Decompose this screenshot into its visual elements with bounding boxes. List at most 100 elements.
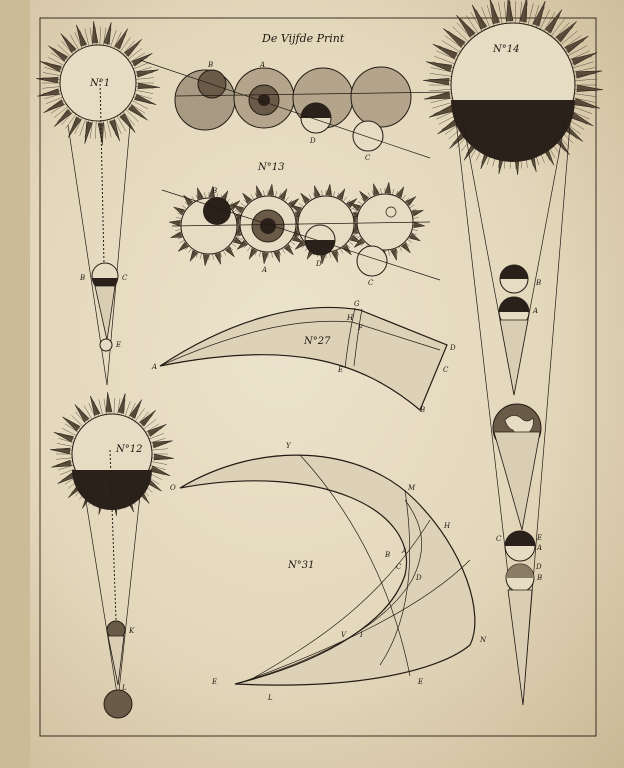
- sun-hatch: [58, 465, 74, 470]
- sun-left-n12: N°12: [50, 392, 174, 516]
- sun-hatch: [147, 428, 162, 436]
- sun-hatch: [563, 35, 582, 49]
- sun-hatch: [83, 405, 93, 420]
- label-v: V: [341, 631, 347, 639]
- label-d: D: [415, 574, 422, 582]
- sun-hatch: [44, 93, 62, 99]
- label-a: A: [532, 307, 538, 315]
- fig-label-n27: N°27: [303, 336, 331, 347]
- sun-hatch: [434, 106, 455, 114]
- sun-hatch: [64, 423, 79, 433]
- label-k: K: [128, 627, 135, 635]
- label-a: A: [536, 544, 542, 552]
- sun-ray: [283, 244, 294, 256]
- label-c: C: [496, 535, 502, 543]
- sun-hatch: [151, 457, 168, 460]
- sun-ray: [300, 192, 311, 204]
- sun-hatch: [99, 120, 101, 139]
- sun-hatch: [429, 78, 452, 81]
- sun-ray: [117, 393, 126, 414]
- sun-hatch: [53, 48, 69, 60]
- sun-ray: [189, 250, 199, 262]
- label-n: N: [479, 636, 487, 644]
- sun-hatch: [79, 30, 86, 48]
- sun-hatch: [567, 45, 588, 57]
- sun-hatch: [486, 5, 494, 27]
- sun-ray: [442, 28, 466, 48]
- sun-hatch: [74, 117, 83, 134]
- sun-ray: [262, 252, 269, 264]
- sun-hatch: [150, 465, 166, 470]
- label-e: E: [337, 366, 343, 374]
- sun-hatch: [133, 96, 151, 104]
- sun-ray: [544, 9, 563, 34]
- right-cone: B A E A C D B: [454, 111, 572, 706]
- sun-ray: [43, 99, 65, 113]
- fig-label-n12: N°12: [115, 444, 142, 455]
- sun-hatch: [151, 443, 168, 447]
- sun-ray: [105, 392, 113, 413]
- sun-hatch: [103, 398, 107, 415]
- sun-ray: [103, 22, 112, 45]
- sun-ray: [92, 21, 99, 44]
- sun-hatch: [571, 56, 592, 64]
- label-l: L: [267, 694, 273, 702]
- label-b: B: [419, 406, 425, 414]
- sun-hatch: [461, 18, 475, 37]
- sun-ray: [278, 188, 288, 200]
- sun-ray: [173, 206, 185, 216]
- sun-ray: [432, 43, 458, 60]
- sun-ray: [506, 0, 514, 22]
- label-f: F: [357, 324, 364, 332]
- sun-hatch: [42, 90, 61, 94]
- label-a: A: [261, 266, 267, 274]
- sun-ray: [532, 0, 546, 27]
- sun-ray: [325, 184, 332, 196]
- sun-hatch: [48, 100, 65, 109]
- sun-hatch: [59, 468, 75, 475]
- left-lower-cone: K L: [84, 449, 141, 719]
- sun-ray: [575, 70, 602, 79]
- sun-hatch: [84, 28, 90, 47]
- sun-ray: [119, 113, 136, 133]
- sun-ray: [203, 254, 210, 266]
- sun-disc: [59, 44, 137, 122]
- sun-ray: [150, 465, 171, 476]
- label-b: B: [384, 551, 390, 559]
- label-a: A: [401, 547, 407, 555]
- label-b: B: [79, 274, 85, 282]
- sun-hatch: [448, 30, 466, 46]
- sun-ray: [242, 192, 253, 204]
- sun-hatch: [572, 101, 594, 109]
- sun-hatch: [438, 45, 459, 57]
- sun-hatch: [95, 120, 97, 139]
- sun-hatch: [56, 461, 73, 465]
- sun-hatch: [151, 448, 168, 451]
- sun-hatch: [135, 77, 154, 80]
- sun-hatch: [106, 28, 112, 47]
- sun-hatch: [74, 32, 83, 49]
- sun-hatch: [456, 22, 472, 40]
- sun-ray: [471, 4, 488, 30]
- label-b: B: [535, 279, 541, 287]
- sun-hatch: [574, 89, 597, 92]
- sun-hatch: [69, 115, 80, 132]
- sun-hatch: [59, 433, 75, 440]
- sun-hatch: [430, 97, 453, 103]
- sun-ray: [224, 246, 235, 258]
- sun-hatch: [99, 27, 101, 46]
- label-d: D: [449, 344, 456, 352]
- top-row-spheres: B A D C: [139, 59, 451, 162]
- sun-ray: [248, 248, 258, 260]
- sun-hatch: [69, 34, 80, 51]
- sun-hatch: [42, 72, 61, 76]
- sun-hatch: [140, 415, 153, 427]
- sun-ray: [359, 190, 370, 202]
- sun-hatch: [523, 2, 528, 24]
- sun-ray: [39, 61, 62, 72]
- sun-hatch: [109, 398, 111, 415]
- sun-hatch: [565, 40, 585, 53]
- sun-hatch: [122, 111, 135, 126]
- sun-hatch: [61, 111, 74, 126]
- sun-ray: [62, 416, 81, 432]
